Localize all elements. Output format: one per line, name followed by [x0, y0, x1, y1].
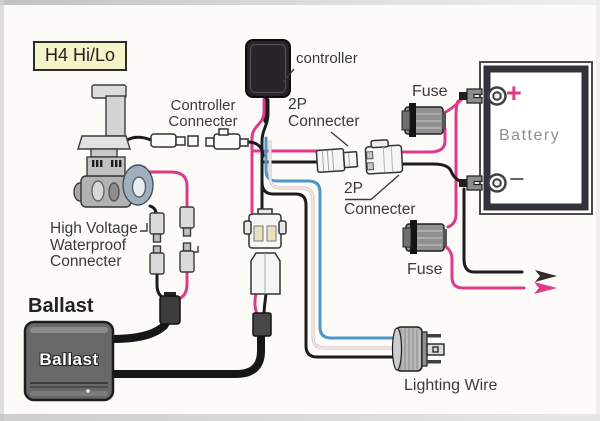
fuse-top — [401, 103, 446, 137]
2p-connecter-male — [315, 147, 359, 174]
hv-label-line1: High Voltage — [50, 220, 138, 237]
wire-white-core — [269, 141, 399, 349]
controller-box — [245, 39, 291, 98]
ballast-cable-upper — [108, 314, 173, 343]
wire-stack-pink — [253, 292, 259, 317]
controller-connecter-plugs — [150, 128, 249, 150]
fuse-bottom-label: Fuse — [407, 261, 443, 278]
ballast-cable-lower — [108, 326, 265, 378]
wire-controller-pink-main — [250, 98, 266, 214]
hv-waterproof-label: High Voltage Waterproof Connecter — [50, 220, 138, 271]
2p-label-1-line1: 2P — [288, 96, 307, 113]
wire-plus-branch-down — [446, 99, 460, 229]
battery-minus-sign: − — [509, 164, 525, 194]
wire-black-lighting — [260, 170, 400, 359]
hv-label-line2: Waterproof — [50, 236, 127, 254]
battery-plus-terminal — [459, 86, 507, 106]
controller-connecter-label: Controller Connecter — [150, 98, 256, 130]
wire-minus-down — [462, 187, 524, 274]
arrow-black — [535, 270, 557, 282]
battery-label: Battery — [499, 127, 561, 144]
kit-badge-text: H4 Hi/Lo — [45, 45, 116, 65]
controller-connecter-line2: Connecter — [168, 113, 238, 130]
bulb-vents — [92, 160, 122, 167]
fuse-top-label: Fuse — [412, 83, 448, 100]
hv-waterproof-connecters — [149, 206, 195, 275]
wire-lower-fuse-out — [443, 244, 526, 290]
ballast-label: Ballast — [28, 295, 94, 317]
controller-connecter-left-plug — [150, 133, 177, 148]
lighting-wire-label: Lighting Wire — [404, 377, 498, 394]
kit-badge: H4 Hi/Lo — [33, 41, 128, 71]
controller-label: controller — [296, 50, 358, 67]
2p-connecter-female — [364, 139, 404, 175]
2p-connecter-label-1: 2P Connecter — [288, 96, 360, 130]
hv-junction-connector — [159, 292, 181, 325]
wire-hv-pink-lower — [176, 269, 189, 301]
ballast-box — [23, 320, 115, 402]
wire-controller-black-main — [260, 98, 270, 214]
wire-controller-connecter-to-harness — [246, 140, 265, 158]
battery — [459, 61, 593, 215]
plug-pin-middle — [426, 343, 445, 356]
fuse-bottom — [402, 220, 447, 254]
lighting-wire-plug — [391, 326, 445, 372]
h4-bulb — [73, 84, 154, 208]
wire-blue-lighting — [264, 136, 400, 340]
wire-stack-black — [262, 292, 268, 317]
controller-connecter-line1: Controller — [170, 97, 236, 114]
ballast-unit-text: Ballast — [39, 350, 99, 369]
controller-connecter-right-plug — [213, 133, 241, 150]
battery-minus-terminal — [459, 173, 507, 193]
plug-pin-top — [427, 334, 441, 338]
2p-connecter-label-2-line1: 2P — [344, 180, 363, 197]
2p-label-1-line2: Connecter — [288, 113, 360, 130]
label-pointers — [140, 68, 400, 253]
hv-label-line3: Connecter — [50, 253, 122, 270]
cable-sleeve — [252, 312, 272, 337]
battery-plus-sign: + — [506, 78, 522, 108]
wire-fuse-to-2p-female — [400, 127, 447, 154]
wire-2p-female-to-minus — [400, 162, 464, 184]
wire-bulb-pink — [146, 170, 189, 211]
2p-connecter-label-2-line2: Connecter — [344, 201, 416, 218]
ballast-input-connecter-pair — [243, 208, 287, 295]
wire-fuse-to-plus — [442, 95, 466, 115]
arrow-pink — [534, 282, 557, 294]
plug-pin-bottom — [427, 360, 441, 364]
